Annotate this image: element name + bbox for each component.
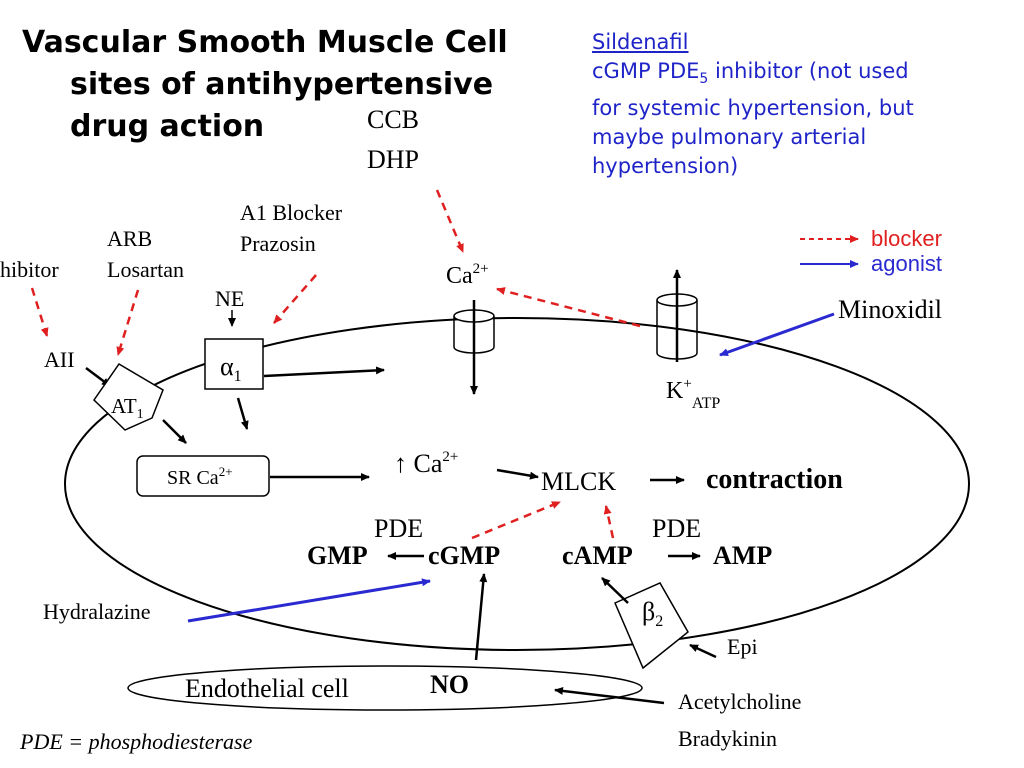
arb-label: ARB: [107, 226, 152, 251]
cell-membrane: [64, 317, 970, 651]
sildenafil-inhibitor-text: inhibitor (not used: [708, 59, 909, 83]
alpha1-receptor: [204, 338, 264, 390]
pde-left-label: PDE: [374, 514, 423, 543]
endothelial-cell-label: Endothelial cell: [185, 674, 349, 703]
cgmp-inhibit-mlck-arrow: [471, 500, 561, 540]
beta2-to-camp-arrow: [601, 577, 629, 604]
sildenafil-pde-sub: 5: [699, 71, 709, 88]
ace-inhibitor-label: hibitor: [0, 257, 59, 282]
ca-outside-label: Ca2+: [446, 261, 489, 289]
title-line-2: sites of antihypertensive: [70, 67, 494, 102]
sildenafil-note: Sildenafil cGMP PDE5 inhibitor (not used…: [592, 28, 914, 181]
ne-label: NE: [215, 286, 244, 311]
losartan-block-arrow: [116, 289, 140, 356]
sr-label: SR Ca2+: [167, 464, 233, 489]
minoxidil-label: Minoxidil: [838, 295, 942, 324]
prazosin-block-arrow: [273, 274, 317, 324]
ace-inhibitor-block-arrow: [30, 287, 49, 337]
minoxidil-agonist-arrow: [719, 312, 835, 357]
camp-label: cAMP: [562, 541, 633, 570]
sildenafil-line-4: hypertension): [592, 154, 739, 179]
sildenafil-name: Sildenafil: [592, 30, 689, 54]
amp-label: AMP: [713, 541, 772, 570]
prazosin-label: Prazosin: [240, 231, 316, 256]
ca-to-mlck-arrow: [496, 468, 539, 480]
bradykinin-label: Bradykinin: [678, 726, 777, 751]
dhp-label: DHP: [367, 145, 419, 174]
alpha1-down-arrow: [236, 397, 249, 430]
beta2-receptor: [614, 582, 689, 670]
legend-agonist-label: agonist: [871, 251, 942, 276]
sr-box: [136, 455, 270, 497]
gmp-label: GMP: [307, 541, 368, 570]
at1-label: AT1: [111, 394, 144, 422]
endothelial-cell: [127, 665, 643, 711]
ccb-label: CCB: [367, 105, 419, 134]
katp-block-ca-arrow: [496, 287, 641, 328]
katp-channel-sides: [656, 300, 698, 353]
aii-label: AII: [44, 347, 75, 372]
alpha1-label: α1: [220, 352, 242, 385]
camp-inhibit-mlck-arrow: [603, 505, 615, 539]
mlck-label: MLCK: [541, 467, 616, 496]
acetylcholine-label: Acetylcholine: [678, 689, 801, 714]
sildenafil-line-3: maybe pulmonary arterial: [592, 125, 867, 150]
title-line-1: Vascular Smooth Muscle Cell: [22, 25, 508, 60]
diagram-title: Vascular Smooth Muscle Cell sites of ant…: [22, 22, 508, 148]
epi-arrow: [689, 643, 717, 659]
losartan-label: Losartan: [107, 257, 184, 282]
at1-receptor: [93, 362, 164, 431]
a1-blocker-label: A1 Blocker: [240, 200, 343, 225]
ach-bk-arrow: [554, 686, 665, 705]
alpha1-to-channel-arrow: [263, 366, 385, 378]
ca-channel-sides: [453, 316, 495, 347]
cgmp-label: cGMP: [428, 541, 500, 570]
contraction-label: contraction: [706, 464, 843, 495]
no-label: NO: [430, 670, 469, 699]
hydralazine-agonist-arrow: [187, 578, 431, 623]
intracellular-ca-label: ↑ Ca2+: [394, 449, 458, 478]
title-line-3: drug action: [70, 109, 265, 144]
sildenafil-cgmp-pde: cGMP PDE: [592, 59, 700, 83]
at1-to-sr-arrow: [162, 419, 187, 444]
no-to-cgmp-arrow: [474, 573, 488, 661]
sildenafil-line-1: cGMP PDE5 inhibitor (not used: [592, 57, 914, 94]
epi-label: Epi: [727, 634, 758, 659]
katp-label: K+ATP: [666, 376, 720, 412]
pde-right-label: PDE: [652, 514, 701, 543]
beta2-label: β2: [642, 597, 663, 630]
ccb-block-arrow: [435, 189, 465, 253]
hydralazine-label: Hydralazine: [43, 599, 151, 624]
sildenafil-line-2: for systemic hypertension, but: [592, 96, 914, 121]
legend-blocker-label: blocker: [871, 226, 942, 251]
pde-definition: PDE = phosphodiesterase: [19, 729, 253, 754]
